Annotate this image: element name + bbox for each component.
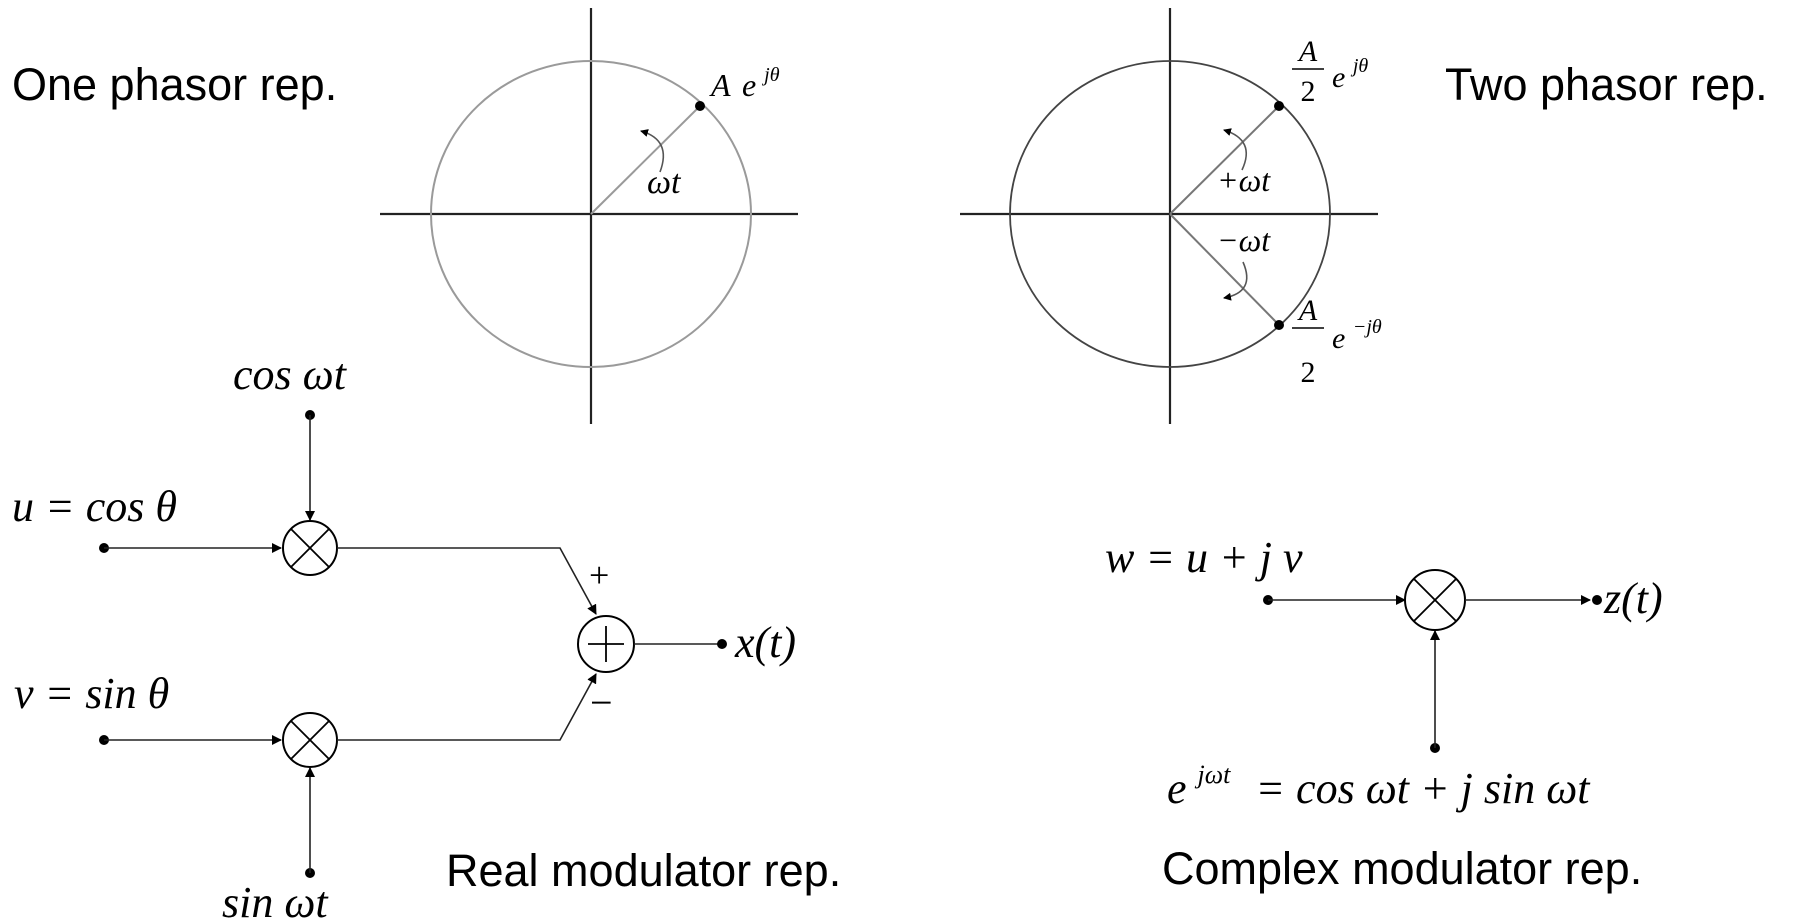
- two-phasor-upper-label: A 2 e jθ: [1292, 35, 1368, 108]
- one-phasor-label: A e jθ: [709, 64, 780, 103]
- two-phasor-upper-rotation-arrow: [1223, 128, 1247, 171]
- two-phasor-lower-rotation-arrow: [1223, 261, 1248, 301]
- one-phasor-rotation-arrow: [640, 129, 665, 173]
- two-phasor-diagram: Two phasor rep. A 2 e jθ A 2 e −jθ: [960, 8, 1768, 424]
- two-phasor-lower-vector: [1169, 213, 1280, 326]
- top-multiplier: [282, 520, 338, 576]
- x-output-label: x(t): [734, 618, 796, 667]
- one-phasor-tip-dot: [695, 101, 705, 111]
- top-product-wire: [337, 547, 597, 615]
- svg-text:2: 2: [1301, 75, 1316, 108]
- two-phasor-lower-tip-dot: [1274, 320, 1284, 330]
- svg-text:e jθ: e jθ: [1332, 55, 1368, 94]
- minus-sign-label: −: [590, 680, 613, 725]
- one-phasor-diagram: One phasor rep. A e jθ ωt: [12, 8, 798, 424]
- real-modulator-diagram: cos ωt u = cos θ v = sin θ sin ωt: [12, 350, 841, 922]
- two-phasor-lower-angle-label: −ωt: [1217, 222, 1271, 258]
- svg-text:2: 2: [1301, 356, 1316, 389]
- svg-text:A: A: [1297, 294, 1318, 327]
- svg-text:A: A: [1297, 35, 1318, 68]
- x-output-node: [717, 639, 727, 649]
- one-phasor-vector: [590, 105, 701, 215]
- two-phasor-upper-vector: [1169, 105, 1280, 215]
- real-modulator-title: Real modulator rep.: [446, 845, 841, 896]
- complex-carrier-label: e jωt = cos ωt + j sin ωt: [1167, 744, 1591, 813]
- complex-modulator-title: Complex modulator rep.: [1162, 843, 1642, 894]
- two-phasor-circle: [1009, 60, 1331, 368]
- two-phasor-upper-angle-label: +ωt: [1217, 162, 1271, 198]
- plus-sign-label: +: [589, 555, 609, 595]
- one-phasor-angle-label: ωt: [647, 164, 682, 201]
- z-output-node: [1592, 595, 1602, 605]
- summing-junction: [577, 615, 635, 673]
- v-input-label: v = sin θ: [14, 669, 169, 718]
- sin-carrier-label: sin ωt: [222, 878, 329, 922]
- complex-modulator-diagram: w = u + j v z(t) e jωt = cos ωt + j sin …: [1105, 533, 1663, 894]
- one-phasor-circle: [430, 60, 752, 368]
- two-phasor-title: Two phasor rep.: [1445, 59, 1768, 110]
- svg-text:e −jθ: e −jθ: [1332, 316, 1382, 355]
- two-phasor-lower-label: A 2 e −jθ: [1292, 294, 1382, 389]
- bottom-multiplier: [282, 712, 338, 768]
- cos-carrier-label: cos ωt: [233, 350, 348, 399]
- two-phasor-upper-tip-dot: [1274, 101, 1284, 111]
- z-output-label: z(t): [1603, 574, 1663, 623]
- w-input-label: w = u + j v: [1105, 533, 1303, 582]
- one-phasor-title: One phasor rep.: [12, 59, 337, 110]
- complex-multiplier: [1404, 569, 1466, 631]
- bottom-product-wire: [337, 673, 597, 741]
- u-input-label: u = cos θ: [12, 482, 177, 531]
